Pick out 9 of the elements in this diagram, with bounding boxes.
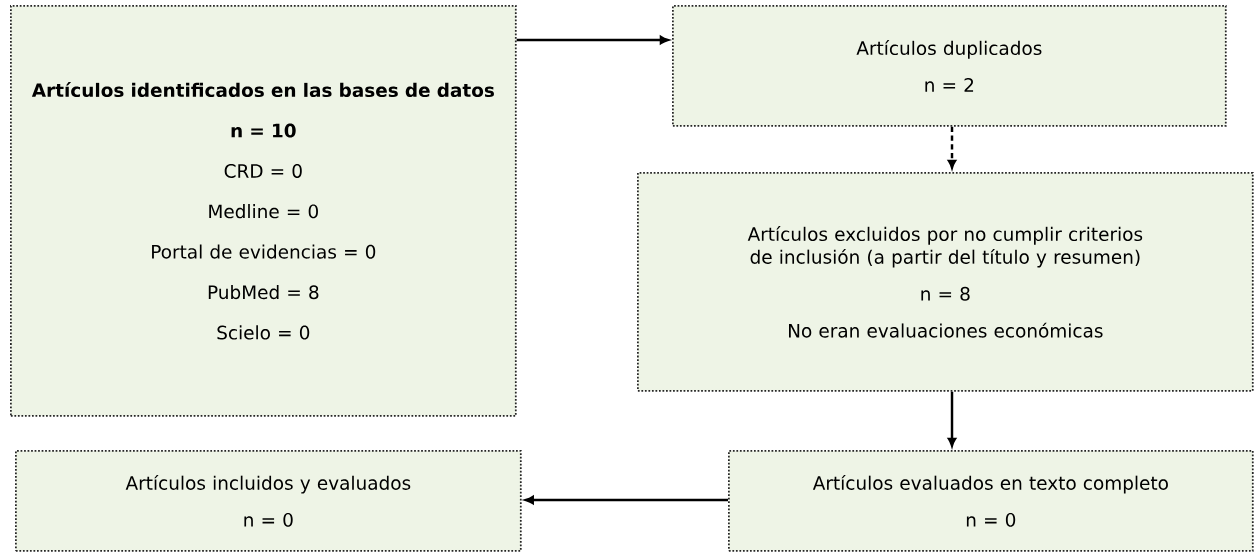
process-box: Artículos excluidos por no cumplir criterios de inclusión (a partir del título y resumen) n = 8 No eran evaluaciones económicas xyxy=(637,172,1254,392)
arrow xyxy=(947,391,957,447)
arrow xyxy=(516,35,669,45)
process-box: Artículos identificados en las bases de datos n = 10 CRD = 0 Medline = 0 Portal de evidencias = 0 PubMed = 8 Scielo = 0 xyxy=(10,5,517,417)
process-box: Artículos evaluados en texto completo n = 0 xyxy=(728,450,1254,552)
process-box: Artículos incluidos y evaluados n = 0 xyxy=(15,450,522,552)
arrow xyxy=(947,126,957,169)
arrow xyxy=(524,495,728,505)
process-box: Artículos duplicados n = 2 xyxy=(672,5,1227,127)
